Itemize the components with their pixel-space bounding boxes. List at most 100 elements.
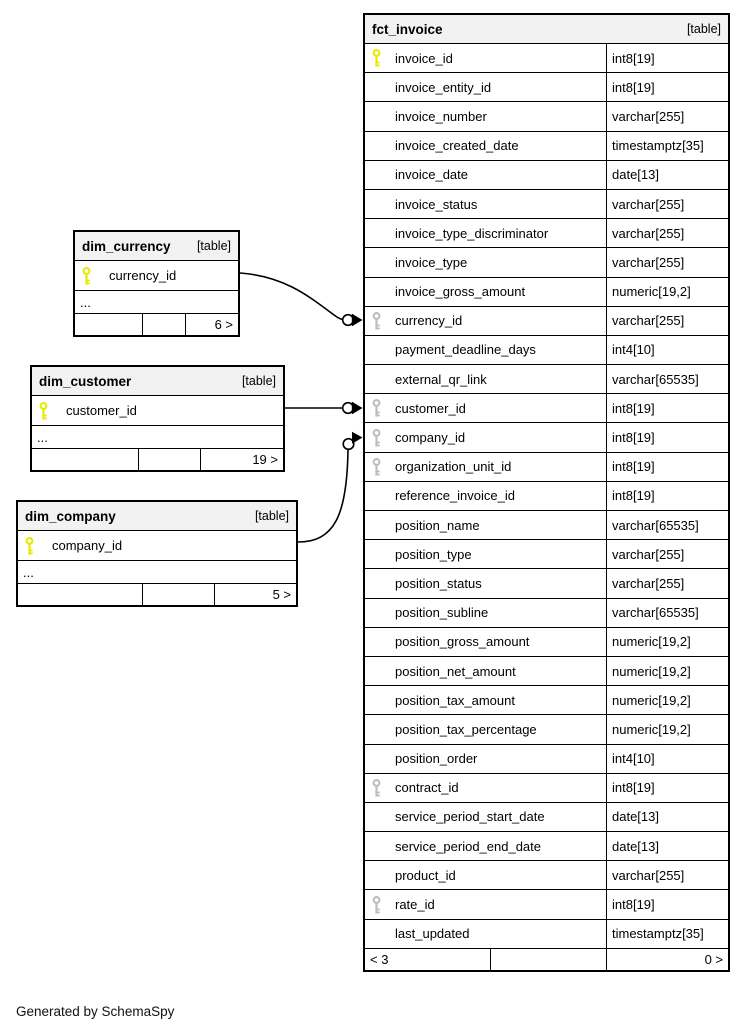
- column-name-cell: invoice_entity_id: [365, 73, 606, 101]
- column-name-cell: position_order: [365, 745, 606, 773]
- column-type: int8[19]: [606, 452, 728, 481]
- relationship-line-company: [297, 431, 363, 543]
- column-name: position_net_amount: [395, 663, 516, 679]
- column-name: payment_deadline_days: [395, 342, 536, 358]
- footer-middle-cell: [142, 584, 214, 605]
- column-name-cell: position_gross_amount: [365, 628, 606, 656]
- footer-right-count: 5 >: [214, 584, 296, 605]
- primary-key-icon: [372, 49, 381, 67]
- arrowhead-icon: [352, 431, 363, 444]
- column-type: varchar[255]: [606, 219, 728, 248]
- column-name: currency_id: [109, 268, 177, 283]
- column-name: position_type: [395, 546, 472, 562]
- column-type: date[13]: [606, 832, 728, 861]
- column-name-cell: invoice_id: [365, 44, 606, 72]
- foreign-key-icon: [372, 428, 381, 447]
- column-name-cell: last_updated: [365, 920, 606, 948]
- column-name: invoice_gross_amount: [395, 284, 526, 300]
- column-type: varchar[255]: [606, 189, 728, 219]
- footer-left-count: [32, 449, 138, 470]
- foreign-key-icon: [372, 778, 381, 797]
- table-header[interactable]: dim_company [table]: [18, 502, 296, 531]
- column-name: service_period_end_date: [395, 838, 541, 854]
- column-name-cell: currency_id: [365, 307, 606, 335]
- zero-cardinality-icon: [341, 313, 355, 327]
- primary-key-icon: [39, 401, 48, 420]
- column-name-cell: invoice_type: [365, 248, 606, 276]
- column-list: currency_id: [75, 261, 238, 291]
- table-dim-currency[interactable]: dim_currency [table] currency_id ... 6 >: [73, 230, 240, 337]
- column-name: invoice_type_discriminator: [395, 225, 549, 241]
- column-type: int8[19]: [606, 44, 728, 73]
- column-name-cell: organization_unit_id: [365, 453, 606, 481]
- generated-by-note: Generated by SchemaSpy: [16, 1004, 175, 1019]
- column-name-cell: invoice_type_discriminator: [365, 219, 606, 247]
- column-name: invoice_entity_id: [395, 79, 492, 95]
- foreign-key-icon: [372, 457, 381, 476]
- column-name-cell: contract_id: [365, 774, 606, 802]
- arrowhead-icon: [351, 313, 363, 327]
- column-name-cell: invoice_number: [365, 102, 606, 130]
- table-header[interactable]: dim_currency [table]: [75, 232, 238, 261]
- column-type: date[13]: [606, 802, 728, 832]
- table-dim-customer[interactable]: dim_customer [table] customer_id ... 19 …: [30, 365, 285, 472]
- table-header[interactable]: fct_invoice [table]: [365, 15, 728, 44]
- column-name-cell: company_id: [365, 423, 606, 451]
- column-name: customer_id: [395, 400, 466, 416]
- hidden-columns-ellipsis: ...: [32, 426, 283, 449]
- column-name: company_id: [395, 430, 466, 446]
- column-name: position_name: [395, 517, 480, 533]
- column-type: timestamptz[35]: [606, 131, 728, 160]
- column-name-cell: company_id: [18, 531, 296, 560]
- table-header[interactable]: dim_customer [table]: [32, 367, 283, 396]
- column-name: external_qr_link: [395, 371, 487, 387]
- column-name: company_id: [52, 538, 123, 553]
- column-name: position_tax_amount: [395, 692, 515, 708]
- column-list: company_id: [18, 531, 296, 561]
- table-footer: 6 >: [75, 314, 238, 335]
- table-dim-company[interactable]: dim_company [table] company_id ... 5 >: [16, 500, 298, 607]
- column-row-invoice_created_date: invoice_created_date timestamptz[35]: [365, 131, 728, 161]
- column-name-cell: external_qr_link: [365, 365, 606, 393]
- column-name: invoice_type: [395, 254, 468, 270]
- column-row-service_period_end_date: service_period_end_date date[13]: [365, 832, 728, 862]
- relationship-line-currency: [239, 272, 363, 327]
- footer-right-count: 0 >: [606, 948, 728, 970]
- zero-cardinality-icon: [341, 401, 355, 415]
- table-type-badge: [table]: [241, 374, 276, 388]
- column-name-cell: product_id: [365, 861, 606, 889]
- column-list: customer_id: [32, 396, 283, 426]
- column-name: invoice_created_date: [395, 138, 519, 154]
- table-type-badge: [table]: [196, 239, 231, 253]
- column-name: contract_id: [395, 780, 459, 796]
- footer-right-count: 19 >: [200, 449, 283, 470]
- foreign-key-slot: [372, 895, 384, 914]
- table-footer: 19 >: [32, 449, 283, 470]
- foreign-key-slot: [372, 457, 384, 476]
- column-name-cell: reference_invoice_id: [365, 482, 606, 510]
- footer-left-count: [18, 584, 142, 605]
- column-list: invoice_id int8[19] invoice_entity_id int8[…: [365, 44, 728, 949]
- table-title: dim_customer: [39, 373, 132, 389]
- column-type: int8[19]: [606, 481, 728, 510]
- table-footer: 5 >: [18, 584, 296, 605]
- column-type: timestamptz[35]: [606, 919, 728, 948]
- column-name: position_tax_percentage: [395, 721, 537, 737]
- column-row-currency_id: currency_id: [75, 261, 238, 291]
- column-name: invoice_id: [395, 50, 453, 66]
- column-name-cell: position_tax_amount: [365, 686, 606, 714]
- column-name-cell: customer_id: [32, 396, 283, 425]
- column-name-cell: invoice_date: [365, 161, 606, 189]
- column-type: int4[10]: [606, 335, 728, 365]
- column-name-cell: payment_deadline_days: [365, 336, 606, 364]
- column-name: position_subline: [395, 605, 489, 621]
